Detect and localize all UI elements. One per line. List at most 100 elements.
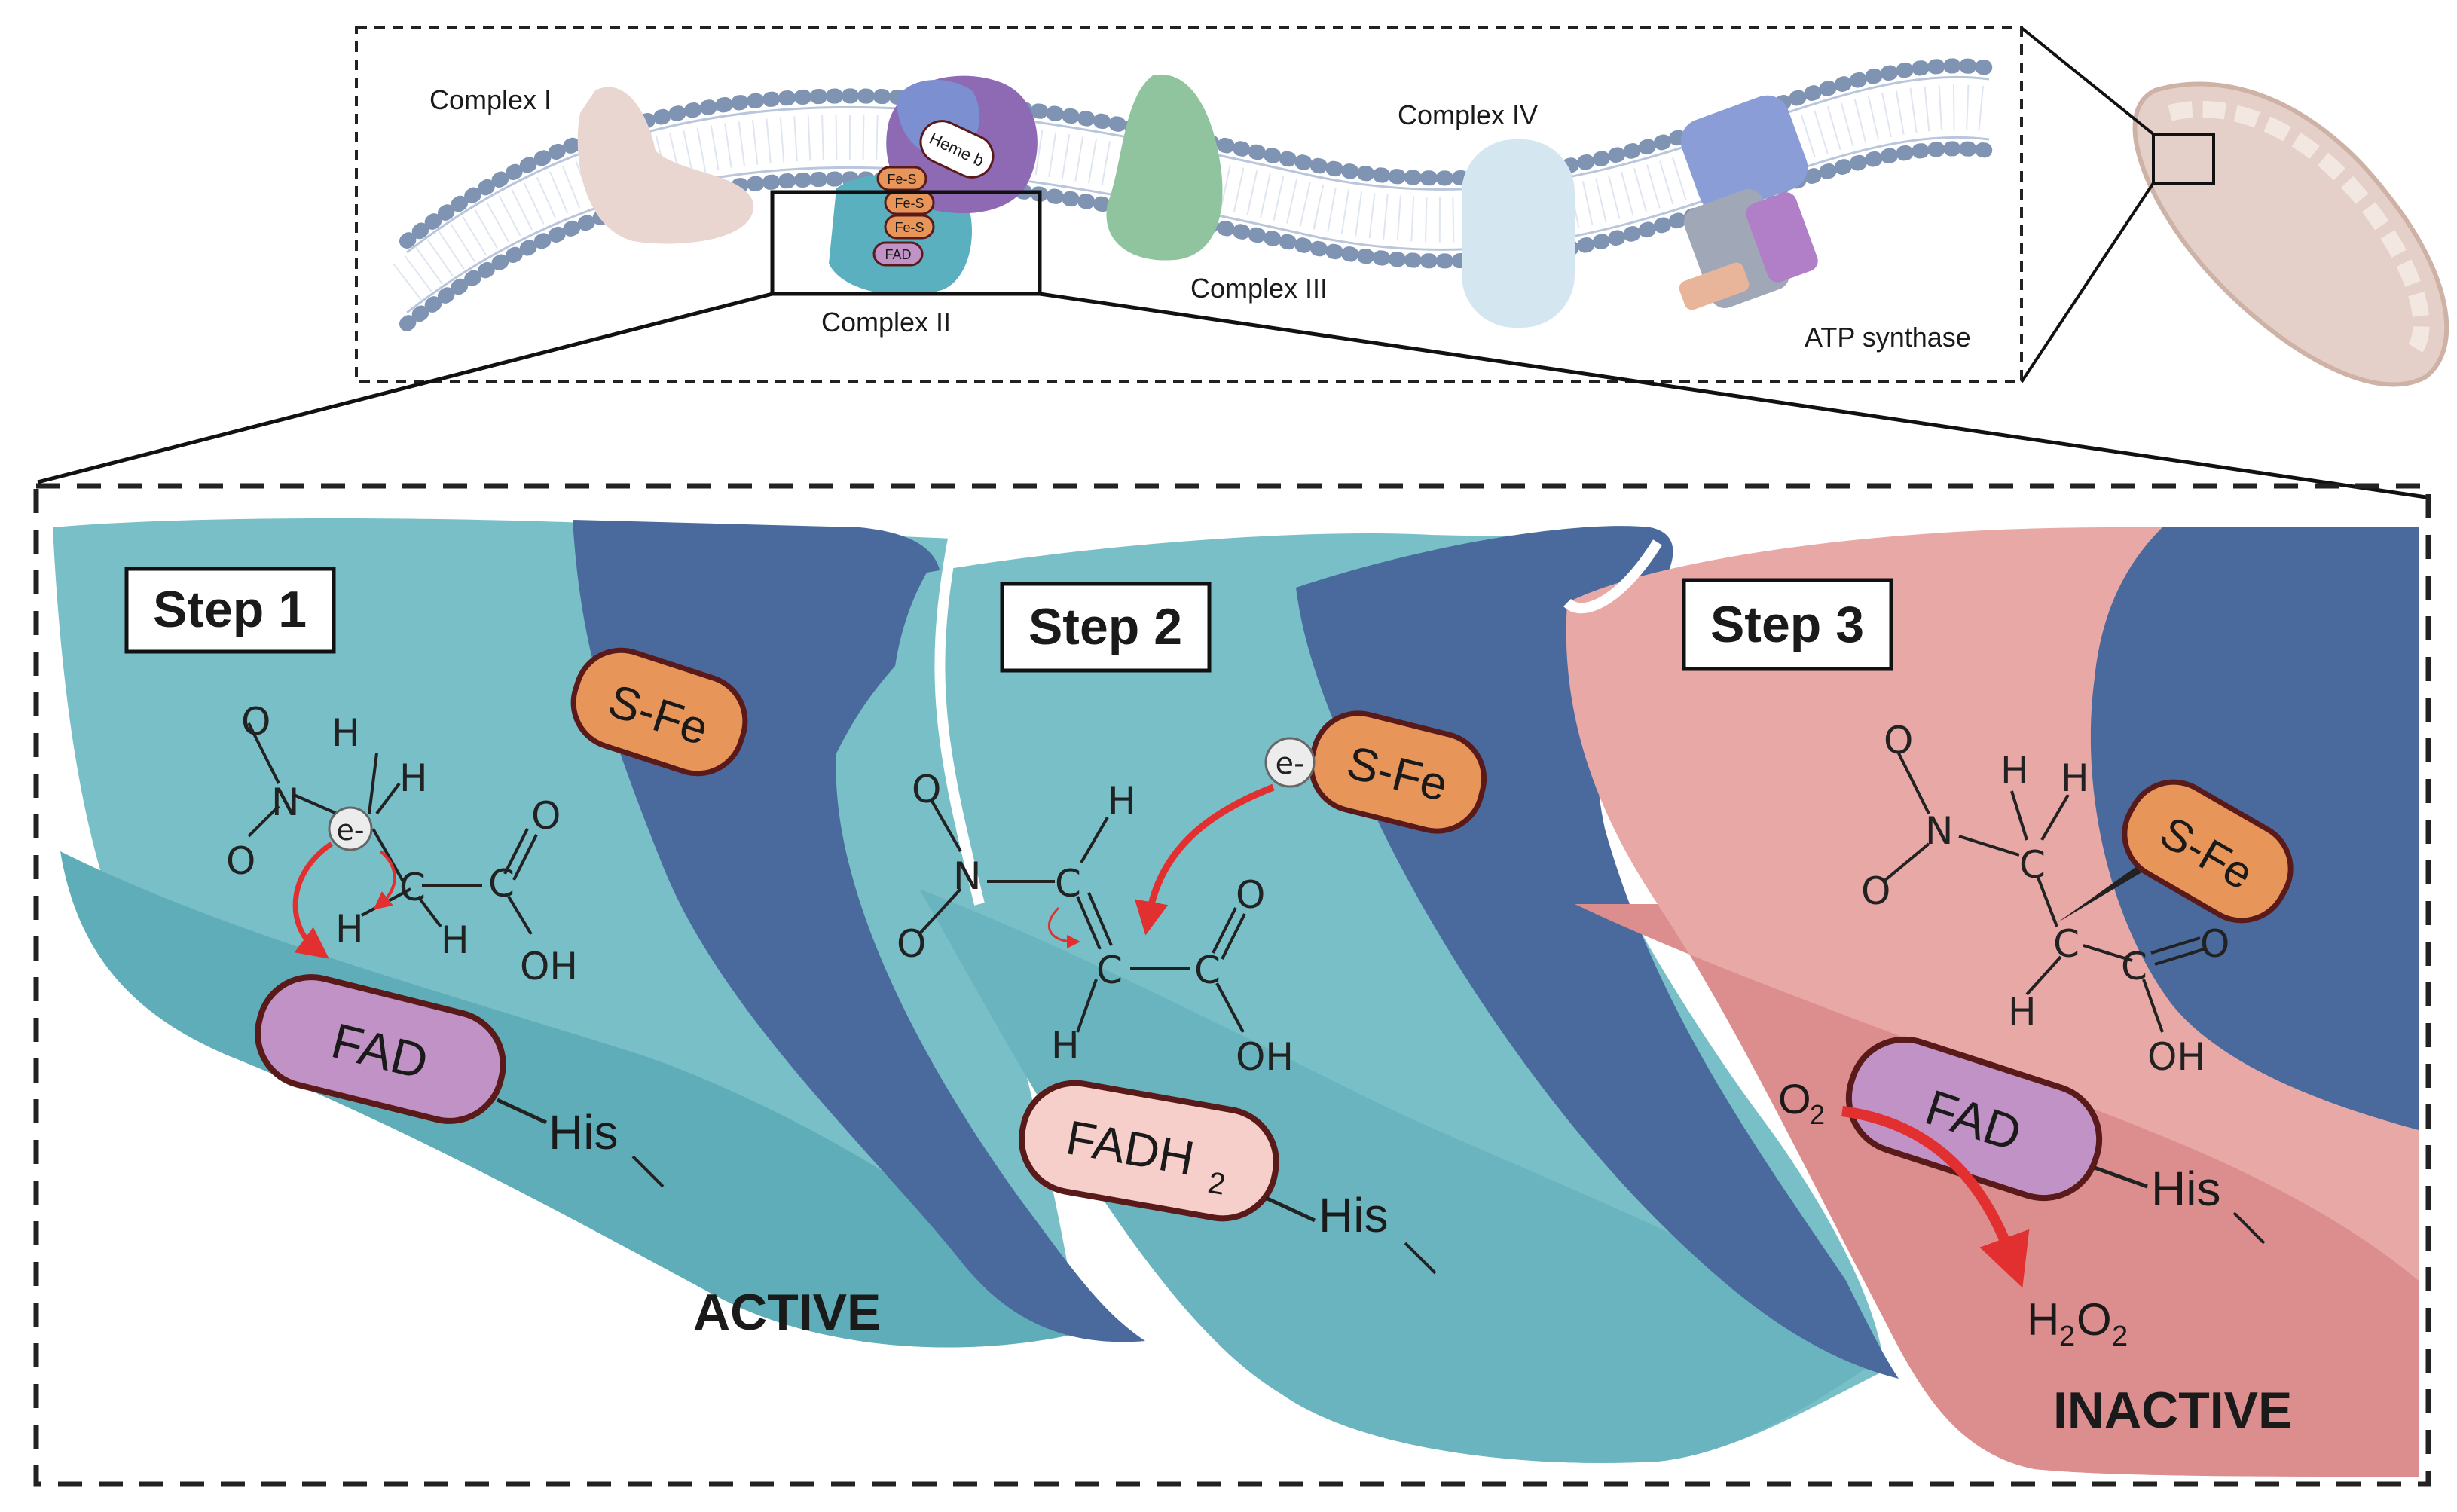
svg-text:N: N bbox=[271, 780, 299, 824]
svg-text:Fe-S: Fe-S bbox=[887, 172, 916, 187]
svg-text:2: 2 bbox=[2112, 1321, 2128, 1352]
svg-text:O: O bbox=[2077, 1294, 2112, 1345]
zoom-box bbox=[770, 190, 1042, 296]
svg-text:C: C bbox=[1055, 862, 1081, 906]
heme-b-badge: Heme b bbox=[919, 120, 995, 179]
svg-text:H: H bbox=[399, 756, 428, 800]
complex-iii-label: Complex III bbox=[1190, 273, 1328, 304]
step2-label: Step 2 bbox=[1028, 598, 1182, 655]
svg-text:O: O bbox=[226, 839, 255, 883]
atp-synthase-shape bbox=[1679, 95, 1818, 310]
svg-text:O: O bbox=[531, 794, 561, 838]
step1-sfe-badge: S-Fe bbox=[570, 647, 748, 777]
step2-sfe-badge: S-Fe bbox=[1308, 710, 1487, 834]
step3-fad-badge: FAD bbox=[1845, 1036, 2103, 1202]
svg-text:H: H bbox=[441, 918, 469, 962]
step1-label: Step 1 bbox=[153, 581, 307, 638]
svg-text:2: 2 bbox=[2059, 1321, 2075, 1352]
complex-i-shape bbox=[577, 87, 754, 244]
svg-text:H: H bbox=[332, 711, 360, 755]
step2: Step 2 S-Fe e- bbox=[897, 582, 1487, 1275]
svg-text:N: N bbox=[953, 854, 981, 898]
step3-state-label: INACTIVE bbox=[2053, 1382, 2292, 1439]
svg-text:H: H bbox=[1108, 779, 1136, 823]
complex-iv-label: Complex IV bbox=[1398, 99, 1538, 130]
step3-his-label: His bbox=[2151, 1162, 2220, 1216]
step2-box bbox=[1000, 582, 1212, 673]
step1-fad-badge: FAD bbox=[255, 974, 506, 1124]
svg-text:H: H bbox=[1051, 1024, 1080, 1068]
step2-fadh2-badge: FADH 2 bbox=[1018, 1080, 1279, 1222]
svg-text:e-: e- bbox=[1275, 747, 1304, 781]
svg-text:H: H bbox=[2000, 749, 2029, 793]
complex-iv-shape bbox=[1462, 139, 1575, 328]
svg-text:OH: OH bbox=[2147, 1035, 2205, 1079]
step3-peroxide: H 2 O 2 bbox=[2027, 1294, 2128, 1352]
svg-text:O: O bbox=[1236, 873, 1265, 917]
svg-text:H: H bbox=[2061, 756, 2089, 800]
step1: Step 1 S-Fe O N O H bbox=[124, 567, 881, 1341]
step3-label: Step 3 bbox=[1710, 596, 1864, 653]
step3-arrow-to-peroxide bbox=[1841, 1106, 2030, 1288]
svg-text:C: C bbox=[399, 866, 426, 909]
complex-iii-shape bbox=[1106, 74, 1223, 261]
svg-text:2: 2 bbox=[1810, 1099, 1825, 1130]
step3-sfe-badge: S-Fe bbox=[2122, 779, 2294, 924]
svg-text:H: H bbox=[2027, 1294, 2059, 1345]
bottom-panel: Step 1 S-Fe O N O H bbox=[33, 483, 2431, 1487]
svg-text:C: C bbox=[1096, 948, 1123, 992]
zoom-connector-right bbox=[1039, 292, 2427, 499]
connector-bottom bbox=[2020, 182, 2155, 383]
atp-synthase-label: ATP synthase bbox=[1805, 322, 1971, 353]
svg-text:O: O bbox=[1778, 1075, 1811, 1123]
svg-text:OH: OH bbox=[520, 945, 578, 988]
fe-s-badge-2: Fe-S bbox=[884, 190, 935, 215]
svg-text:Fe-S: Fe-S bbox=[894, 196, 924, 211]
step1-arrow-small bbox=[373, 850, 396, 910]
zoom-connector-left bbox=[37, 292, 773, 484]
step1-arrow-to-fad bbox=[292, 842, 333, 959]
complex-i-label: Complex I bbox=[429, 84, 552, 115]
svg-text:e-: e- bbox=[336, 814, 364, 847]
step3-box bbox=[1682, 578, 1893, 671]
svg-text:C: C bbox=[2053, 922, 2080, 966]
step2-electron: e- bbox=[1264, 737, 1316, 788]
step2-molecule: O N O H C C H C O OH bbox=[897, 768, 1294, 1079]
step1-his-label: His bbox=[549, 1105, 618, 1159]
svg-text:C: C bbox=[2019, 843, 2046, 887]
step3-molecule: O N O H H C C H C O OH bbox=[1861, 719, 2229, 1079]
svg-text:C: C bbox=[488, 862, 515, 906]
step1-state-label: ACTIVE bbox=[693, 1284, 881, 1341]
svg-text:O: O bbox=[2200, 922, 2229, 966]
svg-text:O: O bbox=[241, 700, 270, 744]
connector-top bbox=[2020, 26, 2155, 136]
svg-text:C: C bbox=[2121, 945, 2147, 988]
step2-background bbox=[891, 526, 1899, 1463]
step1-electron: e- bbox=[328, 806, 373, 851]
bottom-panel-border bbox=[33, 483, 2431, 1487]
fad-badge-small: FAD bbox=[872, 241, 924, 267]
complex-ii-shape bbox=[829, 75, 1038, 295]
fe-s-badge-3: Fe-S bbox=[884, 214, 935, 240]
top-panel-border bbox=[355, 26, 2023, 383]
svg-text:H: H bbox=[2008, 990, 2037, 1034]
step2-arrow bbox=[1134, 783, 1275, 936]
step1-molecule: O N O H H C H H C O OH bbox=[226, 700, 578, 988]
step1-box bbox=[124, 567, 336, 654]
svg-text:OH: OH bbox=[1236, 1035, 1294, 1079]
step3: Step 3 O N O H H C C bbox=[1682, 578, 2294, 1439]
svg-text:C: C bbox=[1194, 948, 1221, 992]
svg-text:Fe-S: Fe-S bbox=[894, 220, 924, 235]
svg-text:O: O bbox=[897, 922, 926, 966]
svg-text:O: O bbox=[1861, 869, 1890, 913]
step3-oxygen: O 2 bbox=[1778, 1075, 1825, 1130]
mitochondrion-illustration bbox=[2132, 81, 2449, 387]
svg-text:N: N bbox=[1925, 809, 1953, 853]
top-panel: Complex I Heme b Fe-S Fe-S Fe-S FAD Com bbox=[355, 26, 2449, 387]
svg-text:O: O bbox=[912, 768, 941, 811]
svg-text:O: O bbox=[1884, 719, 1913, 762]
svg-text:FAD: FAD bbox=[885, 247, 911, 262]
fe-s-badge-1: Fe-S bbox=[876, 166, 927, 191]
step2-his-label: His bbox=[1319, 1188, 1388, 1242]
